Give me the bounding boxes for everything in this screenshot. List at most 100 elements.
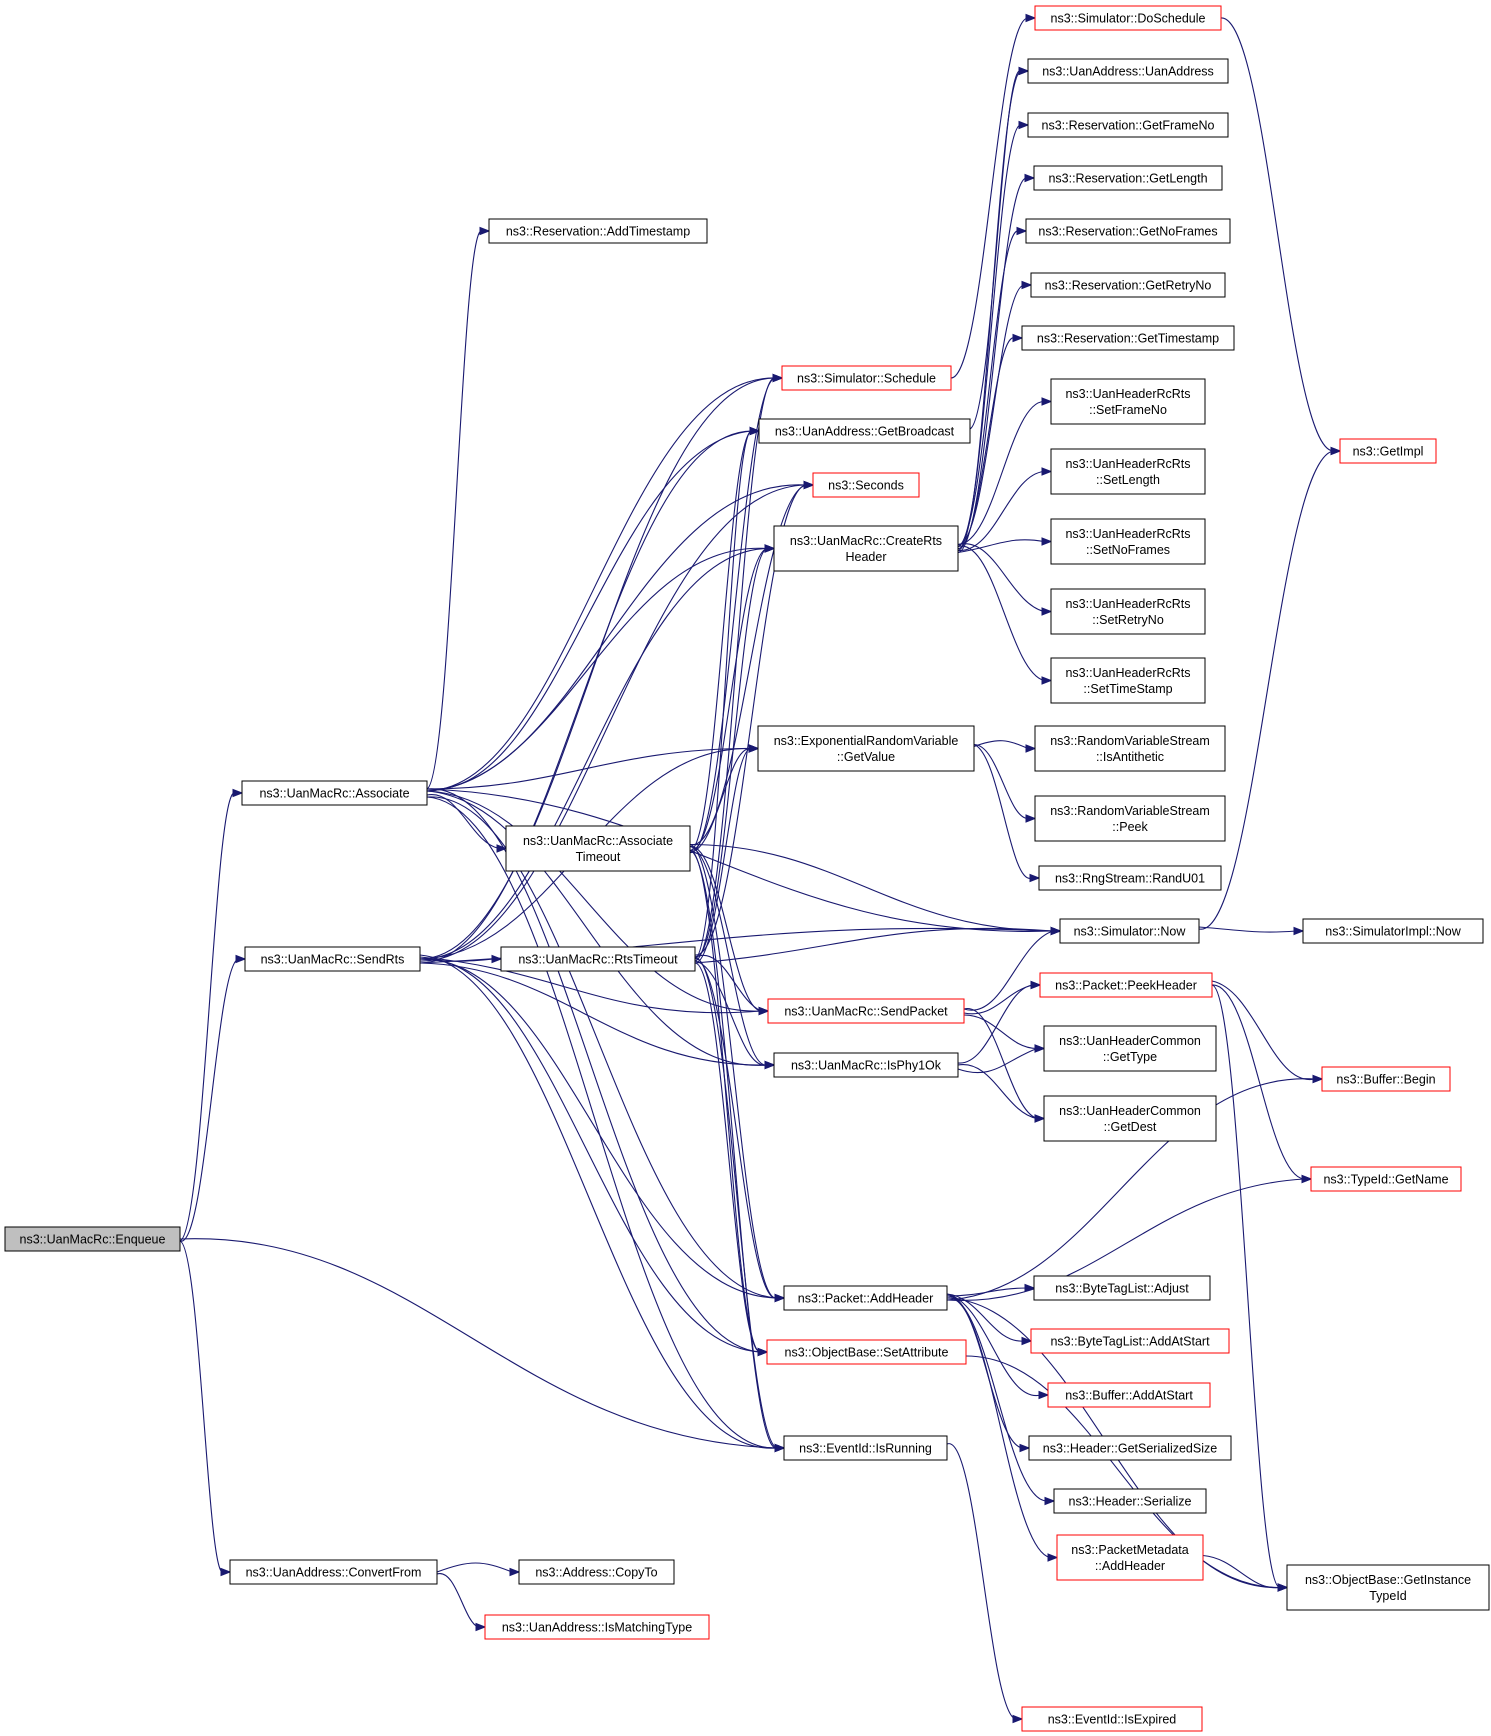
node-label: ns3::UanHeaderRcRts [1065,527,1190,541]
node-addheader[interactable]: ns3::Packet::AddHeader [783,1285,948,1311]
call-edge-peekheader-to-bufbegin [1211,980,1316,1080]
node-simnow[interactable]: ns3::Simulator::Now [1059,918,1200,944]
node-setframeno[interactable]: ns3::UanHeaderRcRts::SetFrameNo [1050,378,1206,425]
node-setattribute[interactable]: ns3::ObjectBase::SetAttribute [766,1339,967,1365]
call-edge-rtstimeout-to-addheader [694,956,778,1299]
node-box [1034,725,1226,772]
node-isantithetic[interactable]: ns3::RandomVariableStream::IsAntithetic [1034,725,1226,772]
call-edge-isphy1ok-to-peekheader [957,984,1034,1064]
node-addtimestamp[interactable]: ns3::Reservation::AddTimestamp [488,218,708,244]
node-gettype[interactable]: ns3::UanHeaderCommon::GetType [1043,1025,1217,1072]
node-box [1034,5,1222,31]
node-getbroadcast[interactable]: ns3::UanAddress::GetBroadcast [758,418,971,444]
node-box [1286,1564,1490,1611]
call-edge-addheader-to-addatstart_buf [946,1293,1042,1396]
node-box [1030,1328,1230,1354]
node-sendrts[interactable]: ns3::UanMacRc::SendRts [244,946,421,972]
arrowhead-icon [1293,926,1305,936]
node-associate[interactable]: ns3::UanMacRc::Associate [241,780,428,806]
node-getimpl[interactable]: ns3::GetImpl [1339,438,1437,464]
call-edge-peekheader-to-typeidname [1211,984,1305,1180]
node-label: ns3::ByteTagList::Adjust [1055,1282,1189,1296]
node-addatstart_buf[interactable]: ns3::Buffer::AddAtStart [1047,1382,1211,1408]
node-label: ns3::ExponentialRandomVariable [774,734,959,748]
node-box [241,780,428,806]
node-copyto[interactable]: ns3::Address::CopyTo [518,1559,675,1585]
node-convertfrom[interactable]: ns3::UanAddress::ConvertFrom [229,1559,438,1585]
node-adjust[interactable]: ns3::ByteTagList::Adjust [1033,1275,1211,1301]
node-typeidname[interactable]: ns3::TypeId::GetName [1310,1166,1462,1192]
node-getlength[interactable]: ns3::Reservation::GetLength [1033,165,1223,191]
arrowhead-icon [772,373,784,383]
node-box [757,725,975,772]
node-label: ns3::Reservation::GetTimestamp [1037,332,1219,346]
node-label: Timeout [576,850,621,864]
node-label: TypeId [1369,1589,1407,1603]
node-label: ns3::Seconds [828,479,904,493]
arrowhead-icon [1301,1174,1313,1184]
node-getframeno[interactable]: ns3::Reservation::GetFrameNo [1027,112,1229,138]
call-edge-addheader-to-bufbegin [946,1078,1316,1301]
arrowhead-icon [1019,1443,1031,1453]
node-gettimestamp[interactable]: ns3::Reservation::GetTimestamp [1021,325,1235,351]
node-ismatching[interactable]: ns3::UanAddress::IsMatchingType [484,1614,710,1640]
call-edge-addheader-to-addatstart_btl [946,1293,1025,1342]
call-edge-sendrts-to-isrunning [419,954,778,1449]
node-seconds[interactable]: ns3::Seconds [812,472,920,498]
node-setlength[interactable]: ns3::UanHeaderRcRts::SetLength [1050,448,1206,495]
node-setnoframes[interactable]: ns3::UanHeaderRcRts::SetNoFrames [1050,518,1206,565]
node-schedule[interactable]: ns3::Simulator::Schedule [781,365,952,391]
node-rtstimeout[interactable]: ns3::UanMacRc::RtsTimeout [500,946,696,972]
node-label: ns3::UanAddress::GetBroadcast [775,425,955,439]
node-uanaddress[interactable]: ns3::UanAddress::UanAddress [1027,58,1229,84]
node-settimestamp[interactable]: ns3::UanHeaderRcRts::SetTimeStamp [1050,657,1206,704]
call-edge-rtstimeout-to-expgetvalue [694,747,752,964]
node-serialize[interactable]: ns3::Header::Serialize [1053,1488,1207,1514]
node-peek[interactable]: ns3::RandomVariableStream::Peek [1034,795,1226,842]
call-edge-rtstimeout-to-creatrts [694,547,768,958]
node-box [1339,438,1437,464]
node-simimplnow[interactable]: ns3::SimulatorImpl::Now [1302,918,1484,944]
node-enqueue[interactable]: ns3::UanMacRc::Enqueue [4,1226,181,1252]
node-isexpired[interactable]: ns3::EventId::IsExpired [1021,1706,1203,1732]
call-edge-sendrts-to-setattribute [419,958,761,1353]
node-setretryno[interactable]: ns3::UanHeaderRcRts::SetRetryNo [1050,588,1206,635]
node-box [1030,272,1226,298]
node-expgetvalue[interactable]: ns3::ExponentialRandomVariable::GetValue [757,725,975,772]
node-getdest[interactable]: ns3::UanHeaderCommon::GetDest [1043,1095,1217,1142]
node-box [1025,218,1231,244]
call-nodes: ns3::UanMacRc::Enqueue ns3::UanMacRc::Ass… [4,5,1490,1732]
node-randu01[interactable]: ns3::RngStream::RandU01 [1038,865,1222,891]
call-edge-assoctimeout-to-sendpacket [689,845,762,1012]
node-label: ns3::SimulatorImpl::Now [1325,925,1461,939]
call-edge-sendrts-to-getbroadcast [419,430,753,964]
call-edge-associate-to-schedule [426,377,776,792]
node-doschedule[interactable]: ns3::Simulator::DoSchedule [1034,5,1222,31]
node-label: ns3::Address::CopyTo [535,1566,657,1580]
node-isrunning[interactable]: ns3::EventId::IsRunning [783,1435,948,1461]
node-pmaddheader[interactable]: ns3::PacketMetadata::AddHeader [1056,1534,1204,1581]
node-isphy1ok[interactable]: ns3::UanMacRc::IsPhy1Ok [773,1052,959,1078]
node-label: ns3::UanHeaderRcRts [1065,387,1190,401]
call-edge-rtstimeout-to-getbroadcast [694,430,753,960]
node-label: ns3::UanHeaderRcRts [1065,457,1190,471]
node-label: ::GetValue [837,750,895,764]
node-peekheader[interactable]: ns3::Packet::PeekHeader [1039,972,1213,998]
node-label: ns3::ObjectBase::GetInstance [1305,1573,1471,1587]
arrowhead-icon [803,480,815,490]
node-box [1050,518,1206,565]
node-bufbegin[interactable]: ns3::Buffer::Begin [1321,1066,1451,1092]
node-getnoframes[interactable]: ns3::Reservation::GetNoFrames [1025,218,1231,244]
node-getretryno[interactable]: ns3::Reservation::GetRetryNo [1030,272,1226,298]
node-getserializedsize[interactable]: ns3::Header::GetSerializedSize [1028,1435,1232,1461]
arrowhead-icon [1016,226,1028,236]
node-addatstart_btl[interactable]: ns3::ByteTagList::AddAtStart [1030,1328,1230,1354]
call-edge-pmaddheader-to-getinstancetypeid [1202,1554,1281,1589]
node-sendpacket[interactable]: ns3::UanMacRc::SendPacket [767,998,965,1024]
call-edge-addheader-to-typeidname [946,1178,1305,1301]
node-box [1050,378,1206,425]
node-box [1302,918,1484,944]
